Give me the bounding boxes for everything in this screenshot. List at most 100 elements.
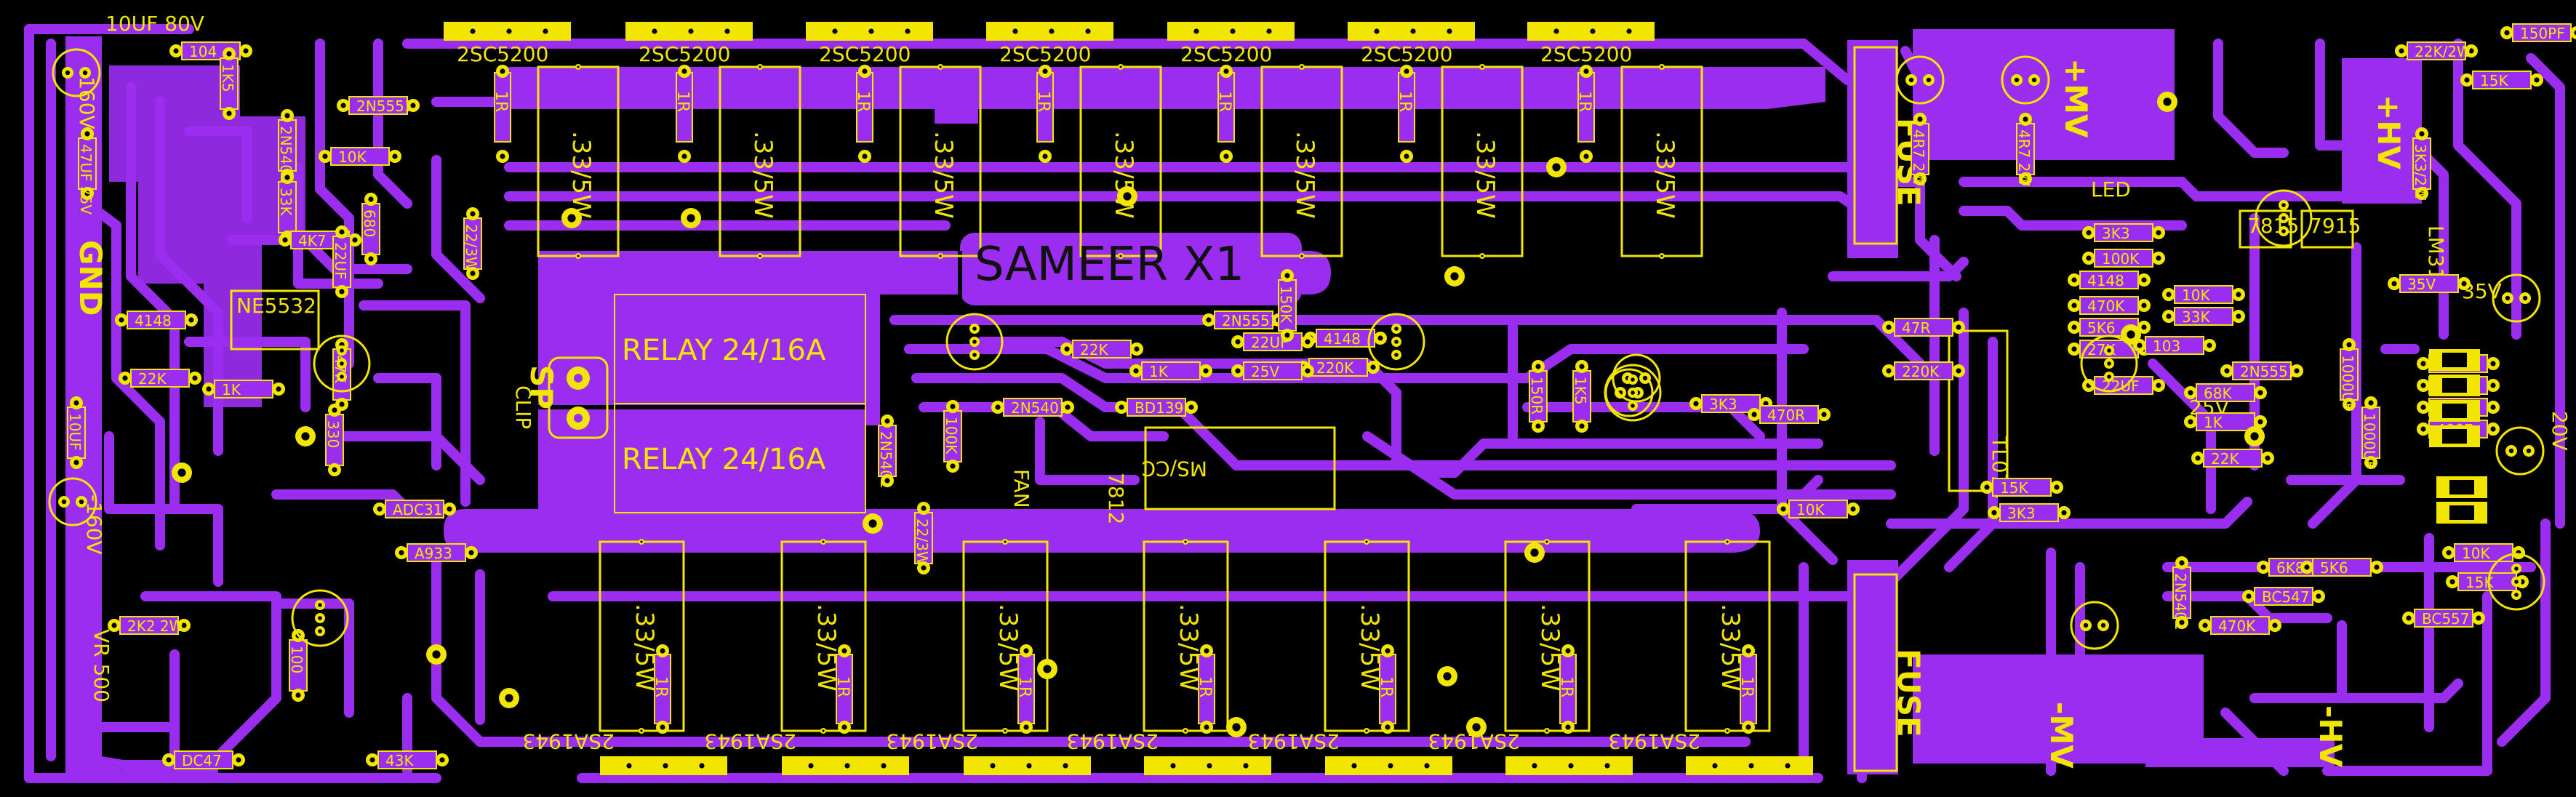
component-value: 3K3/2W (2412, 144, 2429, 201)
component-value: BC557 (2422, 610, 2470, 628)
component-body (1214, 311, 1273, 329)
bottom-output-stage: 2SA19431R.33/5W2SA19431R.33/5W2SA19431R.… (522, 539, 1813, 775)
speaker-pour (538, 313, 865, 509)
rectifier-diodes (48, 48, 2545, 737)
small-transistor (1604, 364, 1662, 422)
power-resistor-label: .33/5W (1716, 604, 1745, 692)
top-hv-strip (2342, 58, 2422, 204)
component-value: 47R (1902, 319, 1930, 337)
fuse-top-pour (1847, 40, 1898, 258)
component-body (2016, 123, 2035, 175)
reg-7812: 7812 (1104, 473, 1128, 524)
emitter-resistor-label: 1R (1377, 676, 1395, 697)
small-transistor (291, 589, 349, 647)
electrolytic-capacitor (2001, 55, 2050, 105)
tl074-ic (1948, 329, 2009, 492)
component-value: 2N5551 (2240, 363, 2297, 380)
power-resistor-label: .33/5W (1471, 131, 1500, 219)
component-value: 22/3W (463, 224, 480, 271)
relay-2-label: RELAY 24/16A (622, 443, 826, 476)
component-body (348, 96, 408, 115)
component-value: 5K6 (2087, 319, 2116, 337)
transistor-label: 2SA1943 (1066, 729, 1159, 753)
power-resistor-label: .33/5W (567, 131, 596, 219)
component-value: 150PF (2520, 25, 2565, 42)
reg-7815-outline (2239, 209, 2292, 249)
power-resistor-label: .33/5W (1355, 604, 1384, 692)
electrolytic-capacitor (2070, 601, 2119, 650)
component-value: DC47 (182, 752, 222, 769)
component-value: 680 (361, 209, 378, 237)
emitter-resistor-label: 1R (1034, 91, 1052, 112)
component-value: 22K (1080, 341, 1108, 359)
component-value: 68K (2204, 385, 2232, 402)
component-value: 470R (1767, 406, 1805, 424)
ms-cc-block: MS/CC (1142, 426, 1336, 510)
component-value: 2N5551 (1222, 312, 1279, 329)
power-resistor-label: .33/5W (812, 604, 841, 692)
vr-label: VR 500 (89, 629, 113, 702)
component-value: 22UF (332, 242, 349, 280)
volt-20v: 20V (2548, 411, 2572, 451)
component-body (67, 406, 86, 459)
transistor-label: 2SA1943 (704, 729, 796, 753)
component-value: 5K6 (2320, 559, 2348, 577)
transistor-label: 2SC5200 (1361, 42, 1452, 66)
component-value: 15K (2480, 72, 2508, 89)
reg-7915-outline (2300, 209, 2354, 249)
small-transistor (1367, 313, 1425, 371)
component-value: 220K (1316, 359, 1354, 377)
component-value: 150R (1528, 377, 1545, 414)
emitter-resistor-label: 1R (1557, 676, 1575, 697)
component-body (289, 639, 308, 692)
power-resistor-label: .33/5W (993, 604, 1023, 692)
component-value: 1K (1149, 363, 1169, 380)
input-cap-label: 10UF 80V (105, 12, 204, 36)
component-body (330, 147, 390, 166)
electrolytic-capacitor (2495, 426, 2545, 476)
minus-hv-label: -HV (2313, 705, 2348, 768)
component-value: 220K (1902, 363, 1940, 380)
component-value: 2K2 2W (127, 617, 184, 635)
component-value: 470K (2087, 297, 2125, 315)
component-body (2174, 307, 2233, 326)
power-resistor-label: .33/5W (1650, 131, 1679, 219)
led-label: LED (2091, 177, 2131, 201)
relay-1-label: RELAY 24/16A (622, 334, 826, 367)
ms-cc-label: MS/CC (1142, 457, 1207, 481)
component-body (407, 543, 466, 562)
component-value: ADC31 (393, 501, 443, 518)
component-value: BD139 (1135, 399, 1183, 417)
small-transistor (313, 335, 371, 393)
rail-left-top: -160V (75, 69, 99, 129)
component-value: 4R7 2W (1910, 129, 1927, 186)
plus-mv-label: +MV (2058, 58, 2094, 138)
component-value: 22K/2W (2415, 43, 2471, 60)
emitter-resistor-label: 1R (1215, 91, 1233, 112)
component-body (2512, 23, 2572, 42)
emitter-resistor-label: 1R (1575, 91, 1593, 112)
transistor-label: 2SA1943 (886, 729, 978, 753)
fuse-bottom: FUSE (1853, 573, 1927, 772)
minus-mv-label: -MV (2044, 702, 2079, 769)
component-value: 2N5551 (356, 97, 414, 115)
emitter-resistor-label: 1R (1737, 676, 1756, 697)
clip-label: CLIP (511, 385, 535, 429)
component-value: 4148 (135, 312, 172, 329)
component-body (2172, 566, 2191, 619)
component-value: 10K (338, 148, 367, 166)
small-transistor (2080, 335, 2138, 393)
emitter-resistor-label: 1R (673, 91, 692, 112)
component-body (1529, 370, 1548, 422)
component-body (2232, 361, 2292, 380)
small-transistor (2255, 189, 2313, 247)
sameer-pour (960, 233, 1302, 305)
component-value: 104 (189, 43, 217, 60)
gnd-label: GND (73, 240, 108, 316)
transistor-label: 2SC5200 (999, 42, 1091, 66)
component-value: 22K (138, 370, 167, 388)
component-value: 330 (324, 420, 342, 448)
power-resistor-label: .33/5W (630, 604, 659, 692)
component-value: 470K (2218, 617, 2256, 635)
